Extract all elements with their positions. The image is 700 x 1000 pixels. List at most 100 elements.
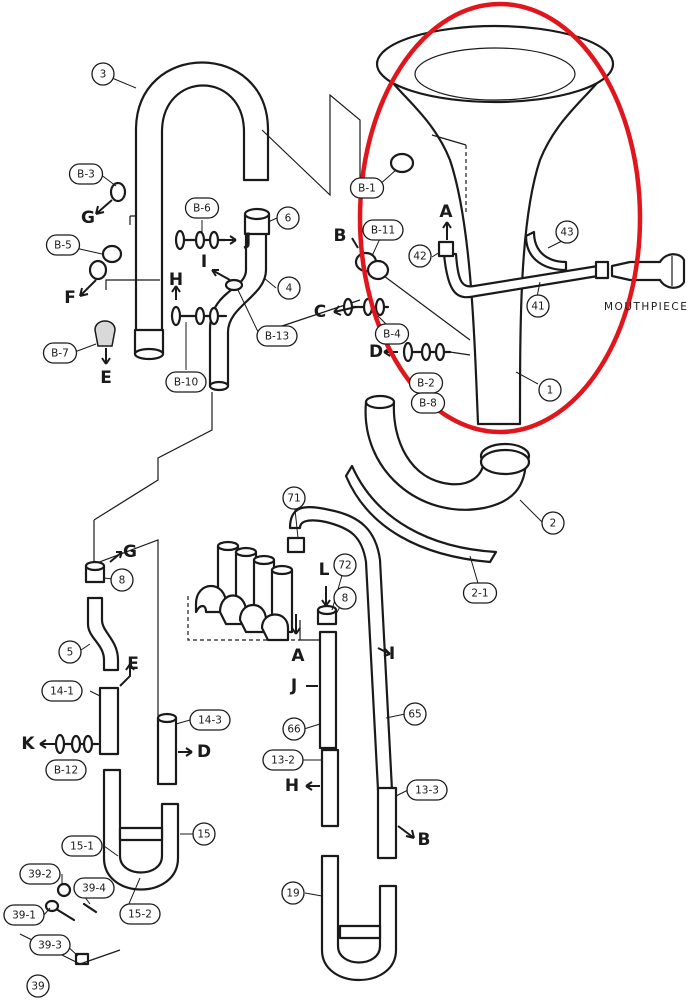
callout-15: 15 <box>192 822 216 846</box>
tie-line-b11 <box>383 275 471 341</box>
callout-text: B-10 <box>174 377 198 389</box>
tie-line-b5 <box>105 279 160 290</box>
callout-3: 3 <box>91 62 115 86</box>
part-b7-cap <box>94 320 116 347</box>
part-6-ferrule <box>243 207 271 236</box>
connection-letter-b1: B <box>334 226 347 246</box>
part-b4-waterkey <box>342 297 390 317</box>
part-5-tube <box>86 596 120 672</box>
callout-65: 65 <box>403 702 427 726</box>
callout-text: B-3 <box>77 169 95 181</box>
callout-text: 71 <box>287 493 300 505</box>
arrow-c <box>333 305 357 316</box>
callout-text: 8 <box>119 575 126 587</box>
callout-text: B-11 <box>371 225 395 237</box>
tie-line-b3 <box>129 215 136 225</box>
arrow-g1 <box>95 199 113 215</box>
connection-letter-h1: H <box>169 270 183 290</box>
callout-72: 72 <box>333 553 357 577</box>
arrow-e1 <box>101 348 111 365</box>
arrow-b1 <box>351 237 359 249</box>
callout-39: 39 <box>26 974 50 998</box>
callout-141: 14-1 <box>41 680 83 702</box>
connection-letter-b2: B <box>418 830 431 850</box>
callout-text: 43 <box>560 227 573 239</box>
part-14-3-tube <box>156 712 178 786</box>
callout-text: 4 <box>286 283 293 295</box>
callout-text: B-7 <box>51 348 69 360</box>
callout-text: 39-2 <box>28 869 52 881</box>
arrow-i2 <box>377 647 391 657</box>
callout-b4: B-4 <box>374 323 410 345</box>
callout-text: 15-2 <box>128 909 152 921</box>
callout-392: 39-2 <box>19 863 61 885</box>
callout-text: 2 <box>550 518 557 530</box>
callout-1: 1 <box>538 378 562 402</box>
callout-text: 3 <box>100 69 107 81</box>
callout-4: 4 <box>277 276 301 300</box>
part-66-tube <box>318 630 338 750</box>
callout-text: B-1 <box>358 183 376 195</box>
callout-text: B-2 <box>417 378 435 390</box>
part-b1-cap <box>389 152 415 174</box>
callout-5: 5 <box>58 640 82 664</box>
connection-letter-f: F <box>64 288 76 308</box>
connection-letter-j2: J <box>290 676 297 696</box>
callout-text: B-5 <box>54 240 72 252</box>
arrow-b2 <box>397 825 415 839</box>
part-1-bell <box>375 24 615 426</box>
part-2-1-guard <box>344 464 498 564</box>
part-b5-cap <box>88 244 123 281</box>
link-line-top <box>261 93 361 197</box>
callout-151: 15-1 <box>61 835 103 857</box>
callout-6: 6 <box>276 206 300 230</box>
connection-letter-j1: J <box>244 230 251 250</box>
arrow-l <box>321 586 331 607</box>
connection-letter-l: L <box>319 560 330 580</box>
callout-text: 65 <box>408 709 421 721</box>
callout-b11: B-11 <box>362 219 404 241</box>
link-line-lower-2 <box>93 520 159 716</box>
part-41-leadpipe <box>442 252 610 299</box>
arrow-g2 <box>109 551 123 563</box>
arrow-h2 <box>305 781 320 791</box>
part-b12-waterkey <box>54 733 100 755</box>
part-13-3-tube <box>376 786 398 860</box>
callout-b10: B-10 <box>165 371 207 393</box>
callout-b2: B-2 <box>408 372 444 394</box>
callout-text: 1 <box>547 385 554 397</box>
part-42-ferrule <box>437 240 455 258</box>
arrow-f <box>79 279 97 297</box>
part-13-2-tube <box>320 748 340 828</box>
callout-text: B-8 <box>419 398 437 410</box>
callout-66: 66 <box>282 717 306 741</box>
callout-42: 42 <box>408 244 432 268</box>
highlight-ellipse <box>357 1 643 435</box>
part-65-slide <box>288 506 394 792</box>
callout-text: 5 <box>67 647 74 659</box>
part-43-brace <box>524 230 568 272</box>
arrow-k <box>39 739 56 749</box>
connection-letter-h2: H <box>285 776 299 796</box>
callout-41: 41 <box>526 294 550 318</box>
callout-19: 19 <box>281 881 305 905</box>
mouthpiece <box>610 253 686 289</box>
callout-text: 15 <box>197 829 210 841</box>
part-b2-waterkey <box>402 341 471 363</box>
part-4-crook <box>208 224 268 392</box>
part-b6-waterkey <box>174 229 227 251</box>
callout-393: 39-3 <box>29 934 71 956</box>
callout-text: 6 <box>285 213 292 225</box>
callout-2: 2 <box>541 511 565 535</box>
mouthpiece-label: MOUTHPIECE <box>604 301 688 313</box>
part-b3-cap <box>109 181 127 203</box>
part-15-slide <box>102 768 180 891</box>
part-19-slide <box>320 854 398 981</box>
callout-text: 39-4 <box>82 883 106 895</box>
callout-b1: B-1 <box>349 177 385 199</box>
link-line-lower <box>93 392 213 521</box>
part-3-u-bend <box>133 61 270 361</box>
